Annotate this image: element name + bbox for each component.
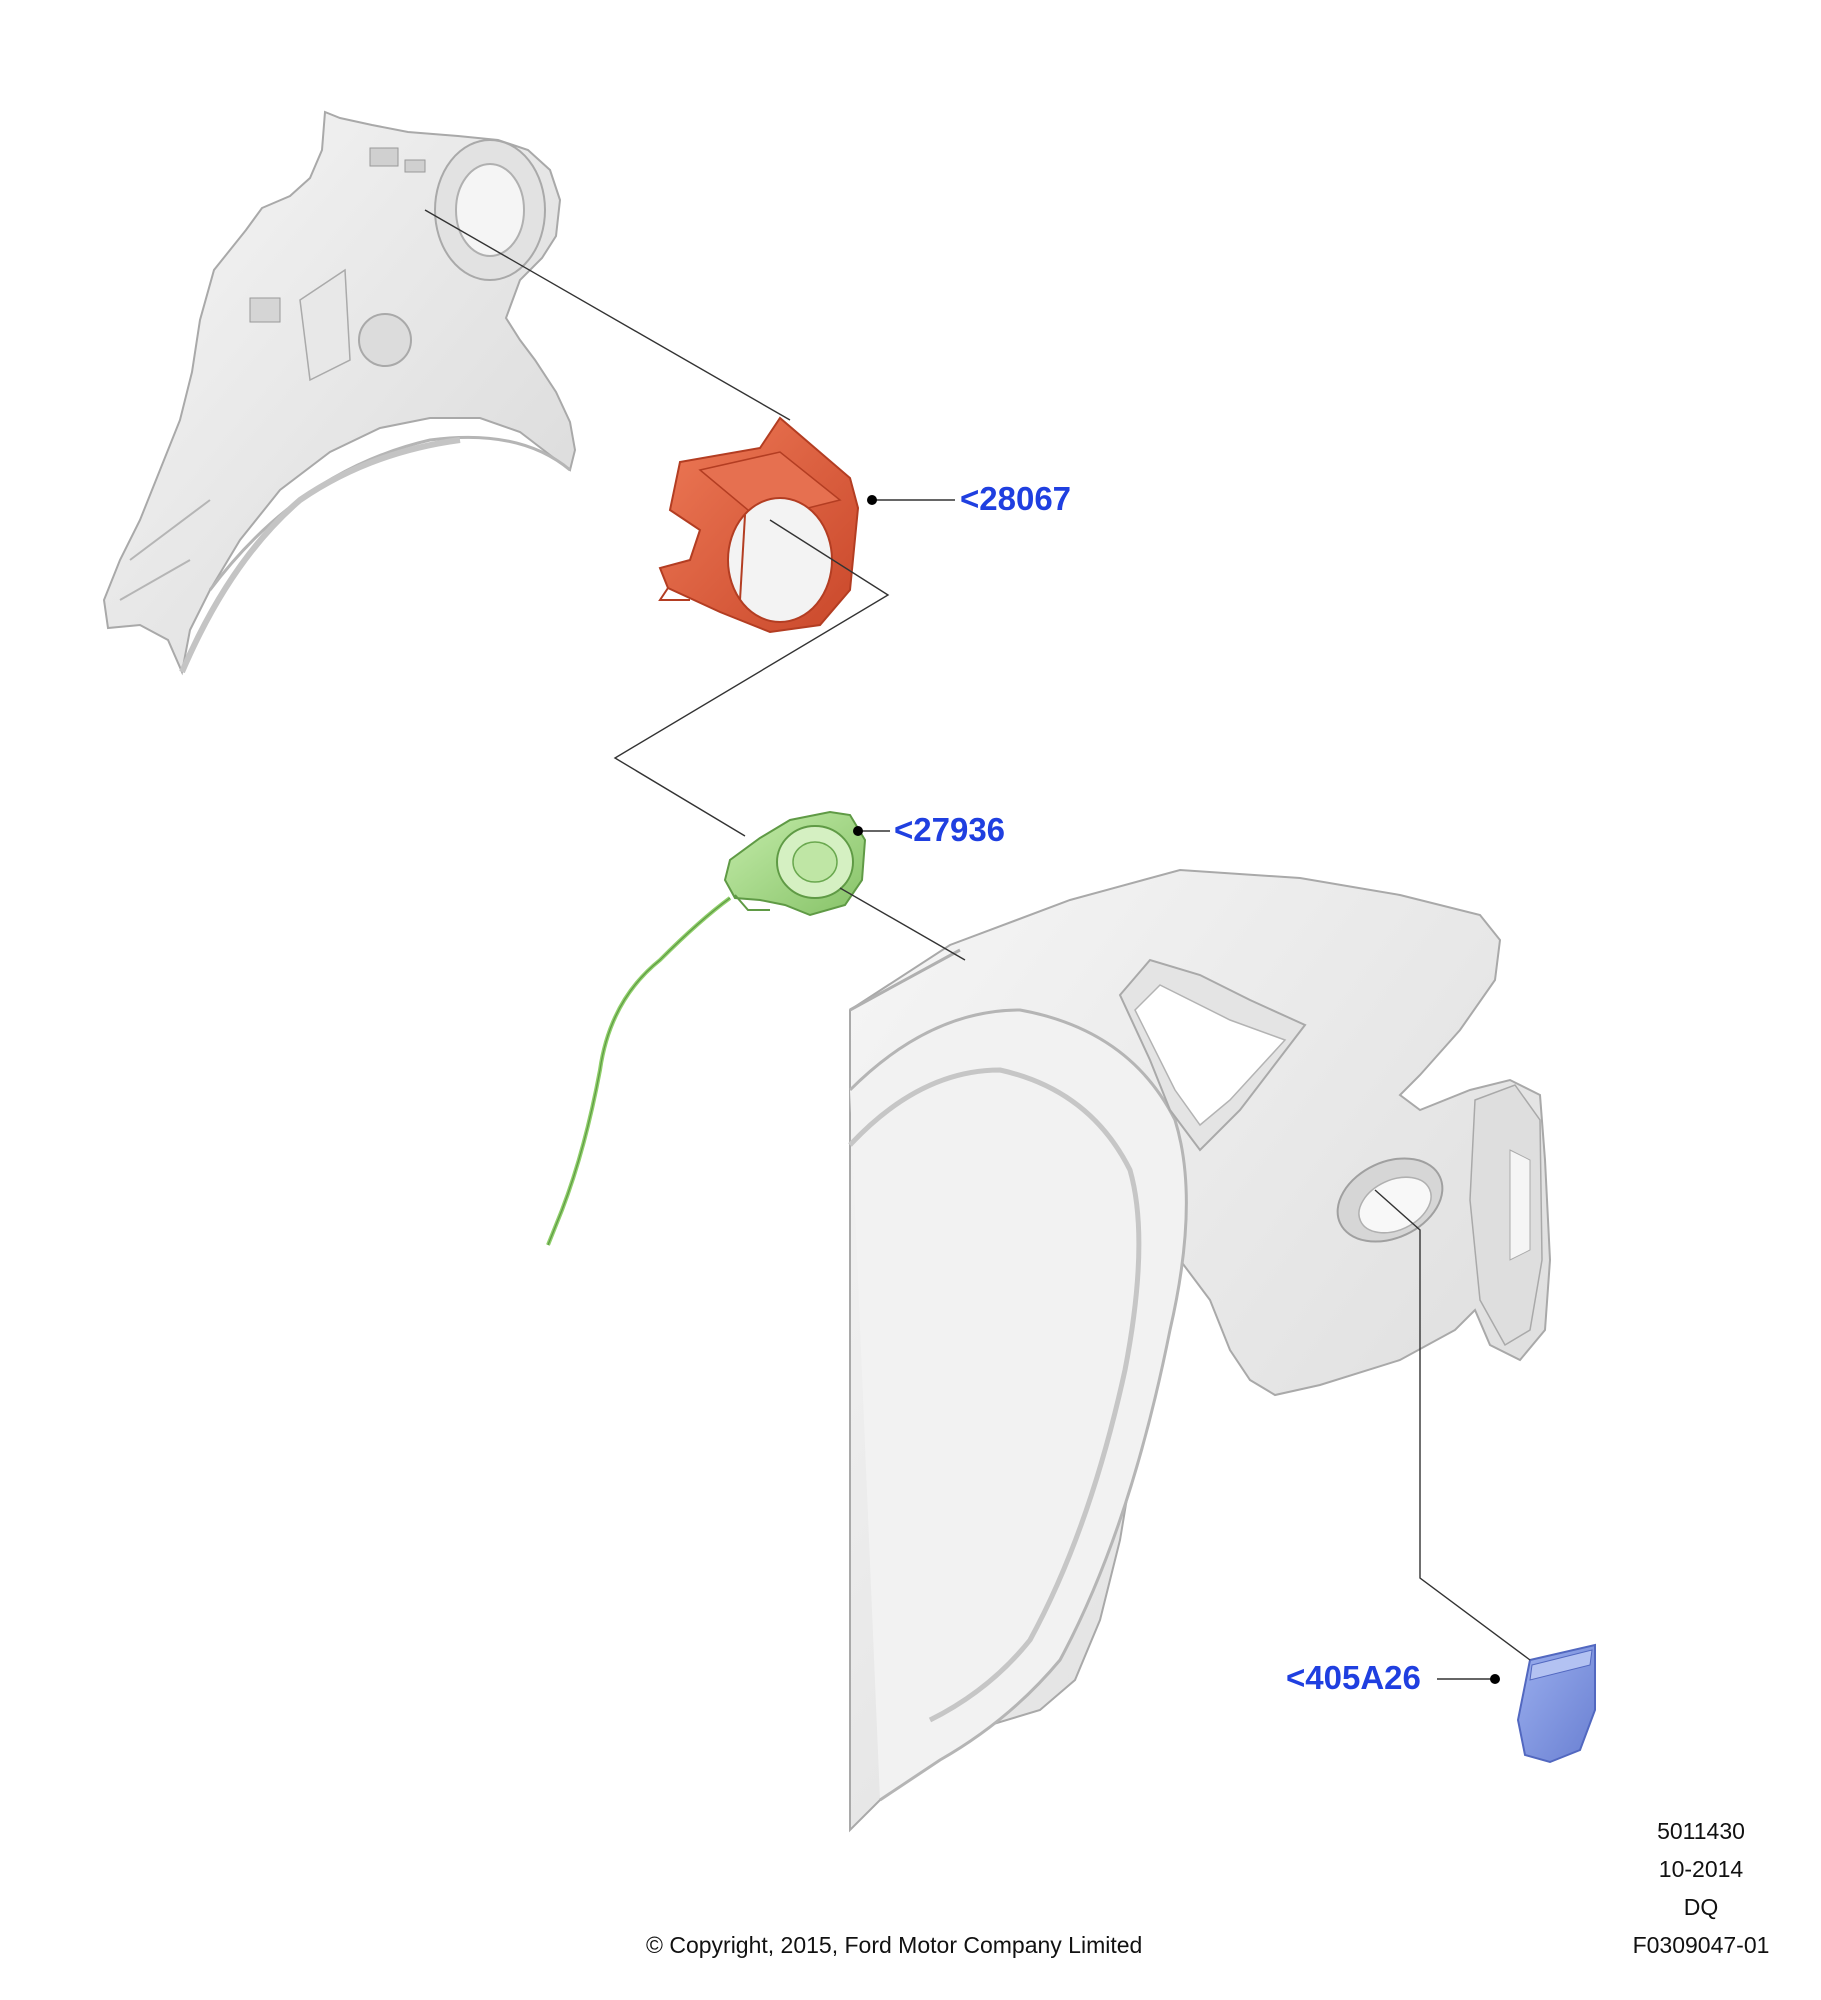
vehicle-code: DQ xyxy=(1683,1894,1719,1920)
leader-dot-icon xyxy=(853,826,863,836)
quarter-panel xyxy=(848,868,1552,1833)
leader-dot-icon xyxy=(867,495,877,505)
leader-dot-icon xyxy=(1490,1674,1500,1684)
copyright-notice: © Copyright, 2015, Ford Motor Company Li… xyxy=(646,1932,1143,1958)
callout-27936[interactable]: <27936 xyxy=(894,811,1006,848)
fuel-door-actuator[interactable] xyxy=(546,810,867,1246)
callout-leader-28067 xyxy=(867,495,955,505)
fuel-filler-cover[interactable] xyxy=(1516,1643,1596,1764)
callout-28067[interactable]: <28067 xyxy=(960,480,1072,517)
callout-leader-405A26 xyxy=(1437,1674,1500,1684)
illustration-date: 10-2014 xyxy=(1658,1856,1744,1882)
fuel-filler-housing[interactable] xyxy=(658,416,860,634)
inner-wheelhouse-panel xyxy=(102,110,577,676)
leader-lines xyxy=(424,209,1531,1661)
reference-number: 5011430 xyxy=(1657,1818,1745,1844)
figure-id: F0309047-01 xyxy=(1632,1932,1770,1958)
callout-405A26[interactable]: <405A26 xyxy=(1286,1659,1421,1696)
callout-leader-27936 xyxy=(853,826,890,836)
